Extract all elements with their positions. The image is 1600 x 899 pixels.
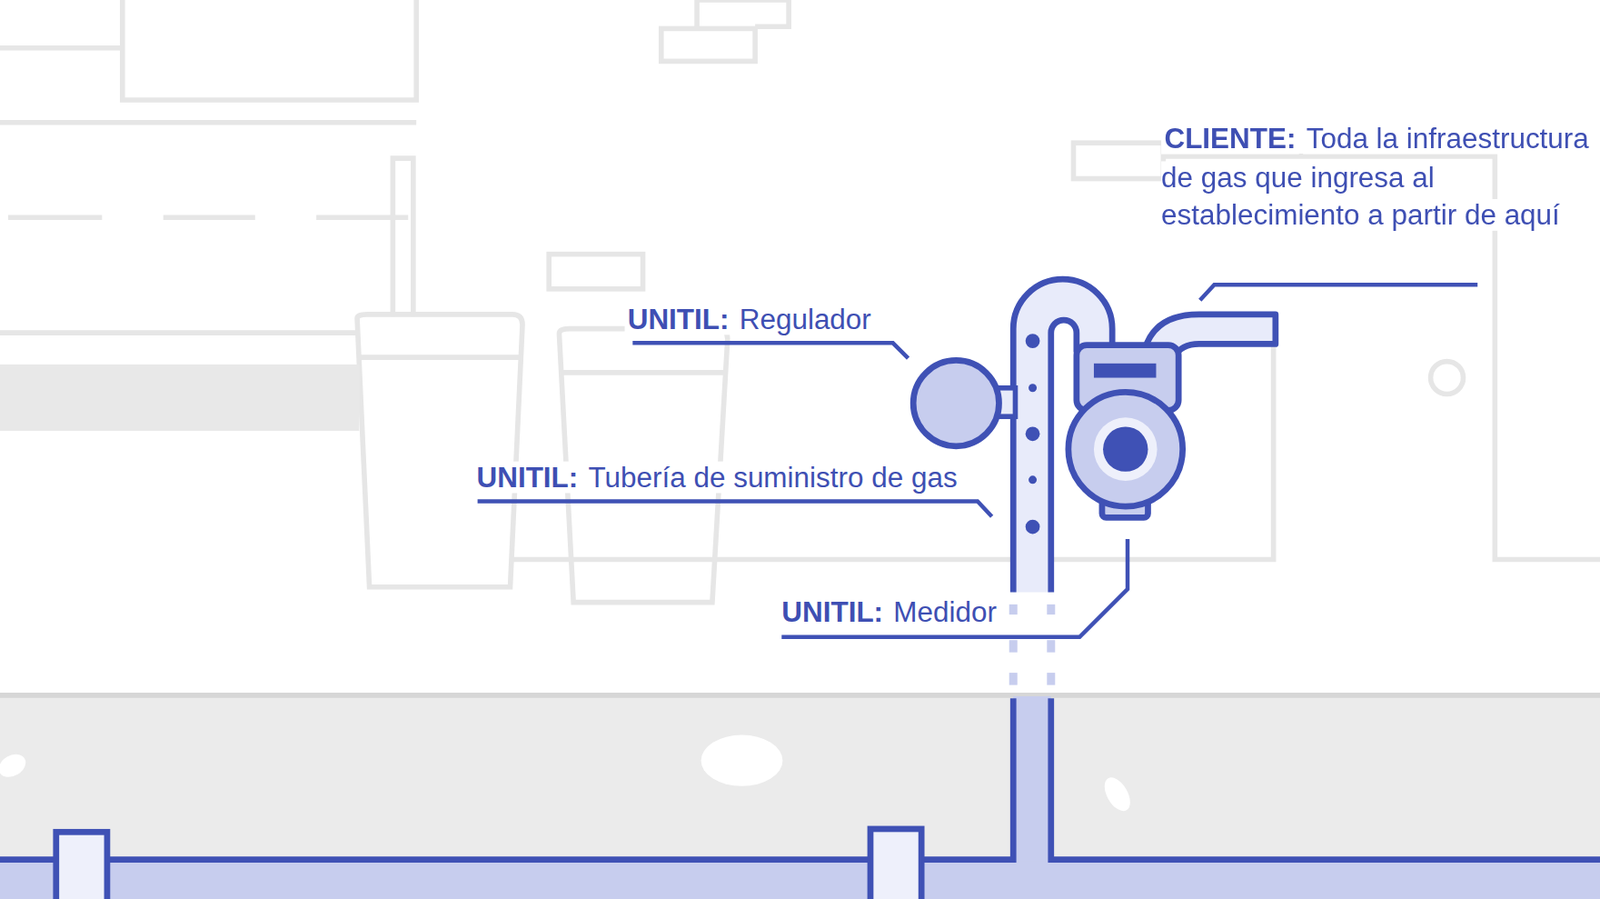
ground bbox=[0, 695, 1600, 899]
meter-callout: UNITIL:Medidor bbox=[778, 595, 1000, 630]
stone bbox=[701, 735, 784, 786]
owner-label: UNITIL: bbox=[624, 303, 733, 336]
leader-line bbox=[1200, 284, 1478, 300]
ground-line bbox=[0, 692, 1600, 698]
meter bbox=[1068, 345, 1183, 518]
part-label: Medidor bbox=[890, 596, 1000, 628]
leader-lines bbox=[477, 284, 1479, 637]
stone bbox=[0, 749, 30, 782]
pipe-callout: UNITIL:Tubería de suministro de gas bbox=[473, 460, 961, 496]
owner-label: UNITIL: bbox=[473, 461, 582, 494]
owner-label: CLIENTE: bbox=[1161, 122, 1300, 155]
part-label: Regulador bbox=[735, 303, 875, 336]
owner-label: UNITIL: bbox=[778, 596, 887, 628]
counter-band bbox=[0, 364, 359, 431]
leader-line bbox=[632, 342, 908, 358]
storefront-background bbox=[0, 0, 1600, 603]
gas-main bbox=[0, 695, 1600, 899]
part-label: Tubería de suministro de gas bbox=[585, 461, 961, 494]
customer-callout: CLIENTE:Toda la infraestructura de gas q… bbox=[1161, 119, 1591, 234]
stone bbox=[1099, 773, 1136, 815]
regulator bbox=[913, 359, 1015, 446]
regulator-callout: UNITIL:Regulador bbox=[624, 301, 875, 337]
buried-pipe-dashes bbox=[1009, 604, 1056, 686]
leader-line bbox=[477, 500, 993, 517]
